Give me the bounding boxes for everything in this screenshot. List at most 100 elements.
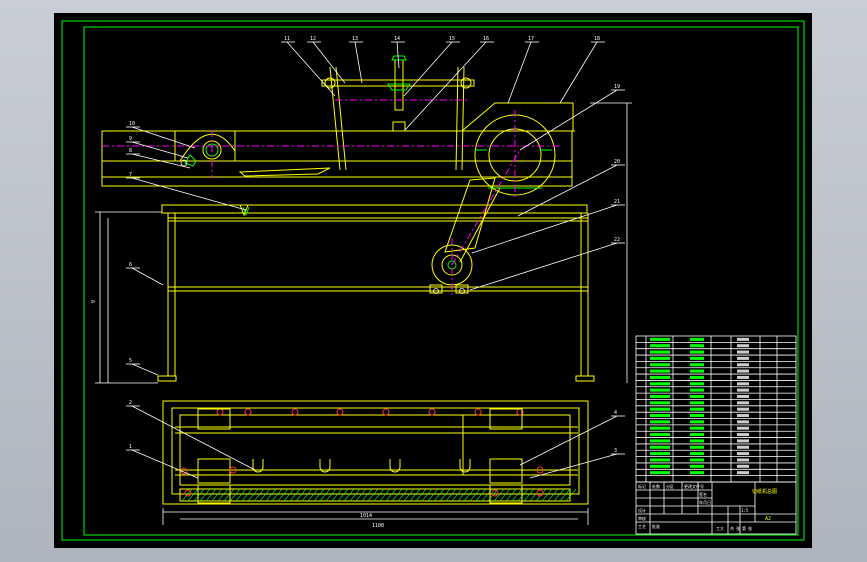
parts-row-name [690,407,704,411]
balloon-17: 17 [507,36,539,104]
parts-row-material [737,363,749,367]
height-dimension: 9 [91,300,97,303]
parts-row-code [650,350,670,354]
parts-row-material [737,344,749,348]
company-name: 工大 [716,525,724,531]
balloon-number: 6 [129,262,132,268]
tb-label-1: 处数 [652,483,660,489]
balloon-12: 12 [307,36,346,84]
parts-list [635,335,797,483]
balloon-19: 19 [519,84,625,151]
balloon-number: 20 [614,159,620,165]
parts-row-name [690,394,704,398]
parts-row-code [650,439,670,443]
parts-row-code [650,458,670,462]
balloon-number: 18 [594,36,600,42]
parts-row-material [737,394,749,398]
bolt-hole [428,408,436,416]
overall-width-dimension: 1100 [372,523,384,529]
bolt-hole [291,408,299,416]
tb-tail-0: 共 [730,525,734,531]
sheet-size: A2 [765,516,771,522]
balloon-number: 22 [614,237,620,243]
parts-row-material [737,439,749,443]
parts-row-code [650,394,670,398]
balloon-number: 2 [129,400,132,406]
parts-row-code [650,420,670,424]
cad-viewport[interactable]: 9 [54,13,812,548]
tb-label-0: 标记 [638,483,646,489]
parts-row-code [650,369,670,373]
slot [252,459,264,473]
slot-row [252,459,471,473]
balloon-16: 16 [404,36,494,131]
parts-row-code [650,356,670,360]
sheet-inner-border [83,26,799,536]
balloon-number: 14 [394,36,400,42]
balloon-8: 8 [126,148,191,169]
parts-row-name [690,414,704,418]
title-block: 切纸机总图 1:5 A2 工大 标记 处数 分区 更改文件号 签名 年月日 设计… [635,481,797,535]
assembly-drawing: 9 [61,20,805,541]
parts-row-material [737,369,749,373]
parts-row-name [690,382,704,386]
balloon-number: 21 [614,199,620,205]
parts-row-name [690,337,704,341]
base-hatching [181,488,577,502]
balloon-number: 5 [129,358,132,364]
slot [389,459,401,473]
balloon-14: 14 [391,36,405,69]
parts-row-name [690,471,704,475]
parts-row-code [650,337,670,341]
parts-row-material [737,375,749,379]
parts-row-material [737,407,749,411]
balloon-number: 3 [614,448,617,454]
parts-row-name [690,439,704,443]
balloon-number: 11 [284,36,290,42]
balloon-5: 5 [126,358,159,376]
bolt-row-top [216,408,524,416]
tb-tail-2: 第 [742,525,746,531]
sheet-outer-border [61,20,805,541]
balloon-1: 1 [126,444,199,479]
balloon-2: 2 [126,400,256,471]
slot [459,459,471,473]
top-view: 1014 1100 [162,400,589,529]
slot [319,459,331,473]
balloon-20: 20 [517,159,625,217]
balloon-3: 3 [529,448,625,479]
parts-row-material [737,388,749,392]
balloon-11: 11 [281,36,336,97]
balloon-7: 7 [126,172,247,211]
balloon-number: 13 [352,36,358,42]
parts-row-name [690,426,704,430]
parts-row-code [650,452,670,456]
parts-row-code [650,344,670,348]
parts-row-material [737,445,749,449]
parts-row-name [690,452,704,456]
parts-row-name [690,369,704,373]
parts-row-material [737,356,749,360]
balloon-number: 16 [483,36,489,42]
parts-row-material [737,420,749,424]
balloon-number: 15 [449,36,455,42]
inner-width-dimension: 1014 [360,513,372,519]
balloon-6: 6 [126,262,164,286]
parts-row-material [737,471,749,475]
parts-row-material [737,350,749,354]
bolt-hole [474,408,482,416]
parts-row-code [650,445,670,449]
balloon-13: 13 [349,36,363,84]
parts-row-code [650,407,670,411]
parts-row-name [690,363,704,367]
parts-row-name [690,445,704,449]
tb-label-5: 年月日 [699,499,711,505]
tb-design-3: 批准 [652,523,660,529]
parts-row-material [737,464,749,468]
parts-row-name [690,350,704,354]
parts-row-material [737,426,749,430]
balloon-number: 9 [129,136,132,142]
tb-tail-1: 张 [736,525,740,531]
parts-row-name [690,356,704,360]
